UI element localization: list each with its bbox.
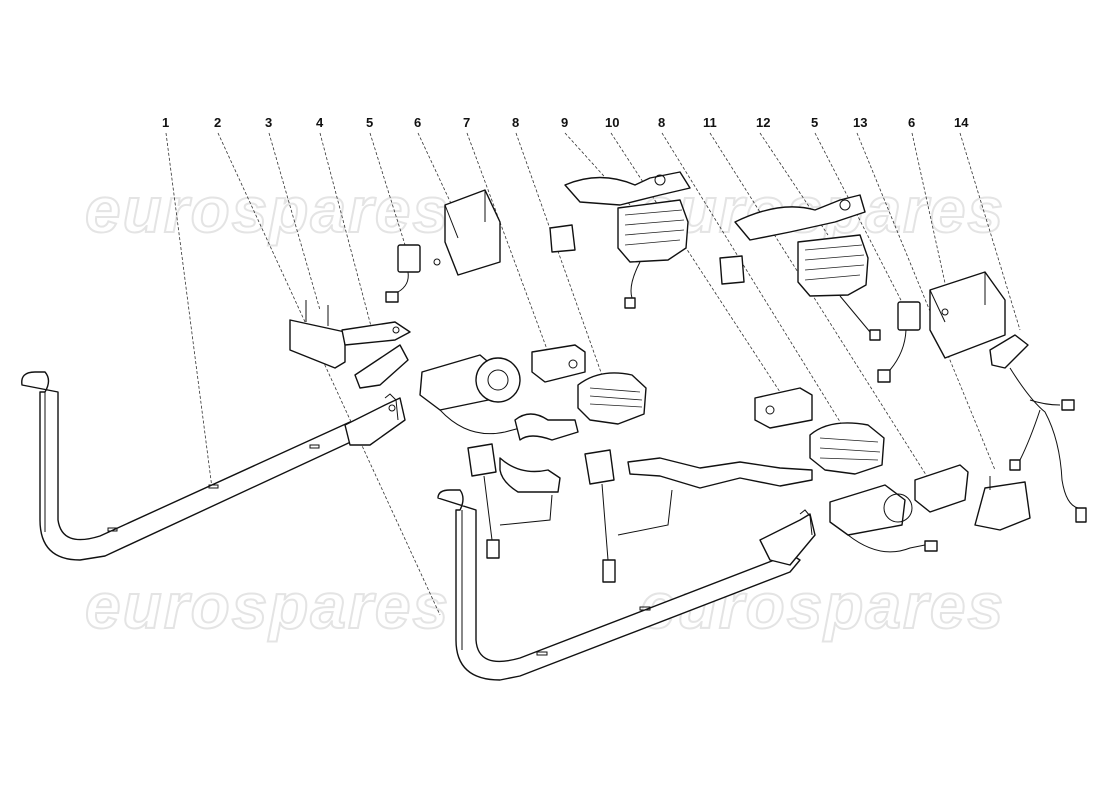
right-upper-retractor [719, 194, 881, 341]
callout-2: 2 [214, 115, 221, 130]
left-relay [385, 244, 441, 303]
left-seat-rail [21, 371, 406, 561]
callout-9: 9 [561, 115, 568, 130]
left-buckle-pair [467, 443, 673, 583]
callout-6a: 6 [414, 115, 421, 130]
left-upper-retractor [549, 171, 691, 309]
callout-10: 10 [605, 115, 619, 130]
wiring-harness [989, 334, 1087, 523]
right-relay [877, 301, 921, 383]
callout-5b: 5 [811, 115, 818, 130]
left-control-unit [444, 189, 501, 276]
right-control-unit [929, 271, 1006, 359]
right-retractor-lower [627, 422, 885, 489]
callout-14: 14 [954, 115, 969, 130]
watermark-bottom-left: eurospares [85, 570, 450, 642]
callout-3: 3 [265, 115, 272, 130]
right-brackets [914, 464, 1031, 531]
callout-7: 7 [463, 115, 470, 130]
callout-8a: 8 [512, 115, 519, 130]
callout-labels: 1 2 3 4 5 6 7 8 9 10 8 11 12 5 13 6 14 [162, 115, 969, 130]
left-cover-block [531, 344, 586, 383]
callout-1: 1 [162, 115, 169, 130]
right-cover-block [754, 387, 813, 429]
callout-12: 12 [756, 115, 770, 130]
right-motor-assembly [829, 484, 938, 553]
callout-13: 13 [853, 115, 867, 130]
callout-4: 4 [316, 115, 324, 130]
callout-6b: 6 [908, 115, 915, 130]
right-seat-rail [437, 489, 816, 681]
left-brackets [289, 300, 411, 389]
callout-11: 11 [703, 115, 717, 130]
left-retractor-lower [514, 372, 647, 441]
watermark-top-left: eurospares [85, 174, 450, 246]
left-motor-assembly [419, 354, 533, 435]
callout-5a: 5 [366, 115, 373, 130]
callout-8b: 8 [658, 115, 665, 130]
